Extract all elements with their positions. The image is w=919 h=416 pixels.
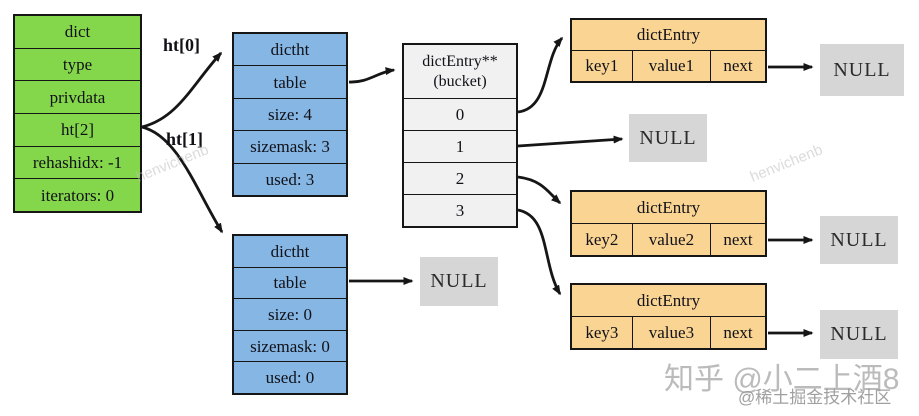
bucket-title-line2: (bucket) — [433, 72, 487, 90]
null-box-entry2: NULL — [820, 216, 898, 264]
dict-node: dict type privdata ht[2] rehashidx: -1 i… — [13, 14, 142, 213]
dict-row-type: type — [15, 47, 140, 81]
dictentry-1-value: value1 — [631, 51, 711, 81]
dictentry-2-key: key2 — [572, 224, 632, 255]
dictht-top-title: dictht — [234, 34, 346, 66]
bucket-title: dictEntry** (bucket) — [404, 45, 516, 98]
bucket-slot-2: 2 — [404, 162, 516, 194]
bucket-slot-1: 1 — [404, 130, 516, 162]
dict-row-iterators: iterators: 0 — [15, 178, 140, 212]
dictht-top-row-size: size: 4 — [234, 97, 346, 131]
dict-row-privdata: privdata — [15, 80, 140, 114]
dictht-bottom-title: dictht — [234, 236, 346, 267]
watermark-diagonal-right: henvichenb — [747, 141, 826, 186]
dictentry-3-cells: key3 value3 next — [572, 317, 765, 348]
bucket-slot-0: 0 — [404, 98, 516, 130]
dictht-top-node: dictht table size: 4 sizemask: 3 used: 3 — [232, 32, 348, 197]
dictht-top-row-used: used: 3 — [234, 162, 346, 196]
dictht-bottom-row-used: used: 0 — [234, 361, 346, 393]
arrow-slot3-to-entry3 — [517, 208, 562, 296]
dictentry-2-title: dictEntry — [572, 192, 765, 224]
null-box-table2: NULL — [420, 257, 498, 306]
null-box-slot1: NULL — [629, 114, 707, 162]
dictentry-2-node: dictEntry key2 value2 next — [570, 190, 767, 257]
dictht-top-row-sizemask: sizemask: 3 — [234, 130, 346, 163]
dictentry-2-cells: key2 value2 next — [572, 224, 765, 255]
dict-row-rehashidx: rehashidx: -1 — [15, 145, 140, 179]
dictht-top-row-table: table — [234, 65, 346, 98]
null-box-entry1: NULL — [820, 44, 904, 96]
dictentry-1-next: next — [710, 51, 765, 81]
dictht-bottom-node: dictht table size: 0 sizemask: 0 used: 0 — [232, 234, 348, 395]
dictentry-2-next: next — [710, 224, 765, 255]
bucket-slot-3: 3 — [404, 194, 516, 226]
null-box-entry3: NULL — [820, 310, 898, 359]
bucket-node: dictEntry** (bucket) 0 1 2 3 — [402, 43, 518, 228]
watermark-juejin: @稀土掘金技术社区 — [738, 388, 892, 407]
dictentry-3-next: next — [710, 317, 765, 348]
bucket-title-line1: dictEntry** — [422, 53, 498, 71]
dict-row-ht2: ht[2] — [15, 113, 140, 146]
arrow-table-to-bucket — [348, 67, 396, 84]
dictentry-3-value: value3 — [631, 317, 711, 348]
arrow-ht0 — [141, 51, 223, 129]
dictht-bottom-row-table: table — [234, 266, 346, 299]
dictht-bottom-row-size: size: 0 — [234, 298, 346, 330]
arrow-slot2-to-entry2 — [517, 175, 562, 205]
dictentry-1-cells: key1 value1 next — [572, 51, 765, 81]
edge-label-ht1: ht[1] — [166, 129, 203, 149]
dict-title: dict — [15, 16, 140, 48]
dictentry-1-key: key1 — [572, 51, 632, 81]
arrow-slot0-to-entry1 — [517, 36, 564, 114]
dictentry-1-title: dictEntry — [572, 20, 765, 51]
edge-label-ht0: ht[0] — [163, 35, 200, 55]
watermark-zhihu: 知乎 @小二上酒8 — [664, 363, 900, 396]
dictht-bottom-row-sizemask: sizemask: 0 — [234, 329, 346, 362]
dictentry-1-node: dictEntry key1 value1 next — [570, 18, 767, 83]
dictentry-3-key: key3 — [572, 317, 632, 348]
dictentry-3-title: dictEntry — [572, 285, 765, 317]
arrow-slot1-to-null — [517, 135, 624, 148]
dictentry-2-value: value2 — [631, 224, 711, 255]
dictentry-3-node: dictEntry key3 value3 next — [570, 283, 767, 350]
